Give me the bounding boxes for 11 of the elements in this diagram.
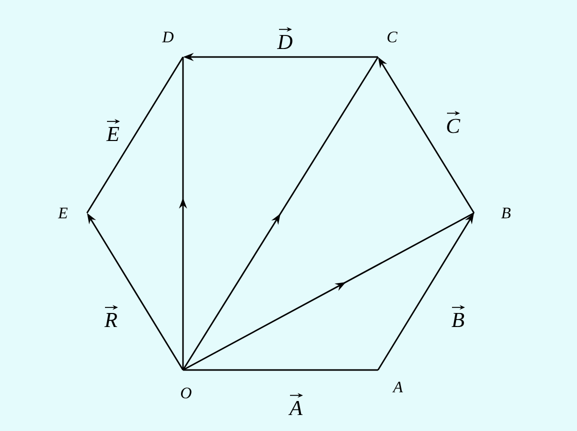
vector-label: A (288, 392, 303, 416)
vertex-label: D (162, 32, 174, 42)
vertex-label: A (392, 382, 403, 392)
vector-label: C (446, 110, 460, 134)
arrow (182, 212, 474, 371)
vector-label: D (277, 27, 292, 49)
vertex-label: C (388, 32, 398, 42)
vertex-label: O (181, 388, 192, 398)
vertex-label: B (501, 208, 511, 218)
vertex-label: E (58, 208, 68, 218)
arrow (182, 56, 379, 370)
